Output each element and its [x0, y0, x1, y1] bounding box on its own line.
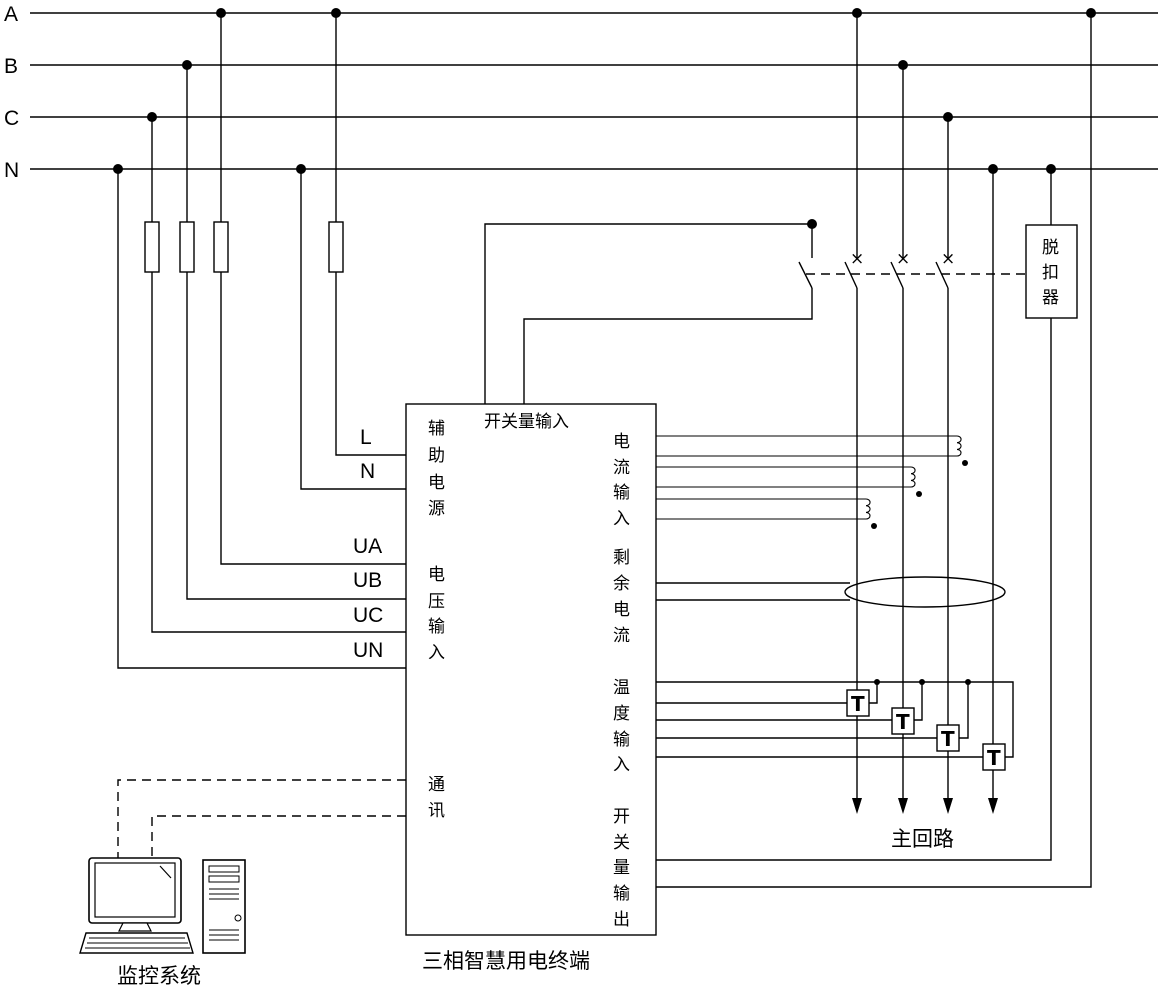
fuse-ub [179, 221, 195, 273]
voltage-input-label: 电 压 输 入 [428, 565, 450, 663]
wire-switch-in-1 [484, 223, 812, 404]
current-input-label: 电 流 输 入 [613, 432, 635, 529]
temp-sensor-a-symbol: T [851, 692, 865, 716]
comm-line-2 [151, 815, 406, 858]
temp-wire [914, 682, 923, 721]
fuse-aux-l [328, 221, 344, 273]
aux-contact-blade [798, 261, 813, 289]
monitoring-computer: 监控系统 [79, 857, 246, 988]
wire-switch-out-2 [656, 13, 1092, 888]
rct-core [844, 576, 1006, 608]
wire-aux-l [335, 13, 406, 456]
current-transformers [656, 435, 968, 529]
ct-coil-b [910, 466, 916, 488]
monitor-screen [94, 862, 176, 918]
temp-common-wire [656, 681, 1014, 758]
trip-unit-label: 脱 扣 器 [1042, 238, 1064, 308]
bus-label-n: N [4, 159, 19, 182]
arrow-a [852, 798, 862, 814]
residual-current-transformer [656, 576, 1006, 608]
breaker-mark-a: × [850, 249, 864, 269]
temp-sensor-c [936, 724, 960, 752]
wire-switch-in-2 [523, 288, 813, 404]
wire-un [117, 169, 406, 669]
pin-label-uc: UC [353, 604, 383, 627]
pin-label-l: L [360, 426, 372, 449]
wire-aux-n [300, 169, 406, 490]
pc-tower-drive [208, 875, 240, 883]
ct-coil-a [865, 498, 871, 520]
monitor-stand [118, 922, 152, 932]
ct-coil-c [956, 435, 962, 457]
temp-wire [959, 682, 969, 739]
temp-sensor-a [846, 689, 870, 717]
comm-line-1 [117, 779, 406, 858]
temperature-sensors: T T T T [656, 679, 1014, 771]
wire-uc [151, 117, 406, 633]
temp-sensor-b-symbol: T [896, 710, 910, 734]
communication-wiring [117, 779, 406, 858]
main-breaker: × × × 主回路 [806, 8, 1026, 851]
pc-tower-icon [202, 859, 246, 954]
arrow-b [898, 798, 908, 814]
monitor-glare [159, 865, 172, 879]
main-circuit-label: 主回路 [891, 827, 954, 851]
bus-label-a: A [4, 3, 18, 26]
terminal-title: 三相智慧用电终端 [422, 949, 590, 973]
ct-dot [916, 491, 922, 497]
voltage-taps [113, 8, 406, 669]
temp-sensor-n [982, 743, 1006, 771]
residual-current-label: 剩 余 电 流 [613, 548, 635, 646]
temp-sensor-n-symbol: T [987, 746, 1001, 770]
breaker-mark-b: × [896, 249, 910, 269]
temperature-input-label: 温 度 输 入 [613, 678, 635, 775]
switch-input-label: 开关量输入 [484, 412, 569, 432]
temp-sensor-b [891, 707, 915, 735]
trip-unit-box [1025, 224, 1078, 319]
pole-b-blade [890, 261, 904, 289]
pole-a-blade [844, 261, 858, 289]
fuse-uc [144, 221, 160, 273]
aux-power-label: 辅 助 电 源 [428, 419, 450, 519]
terminal-box: 三相智慧用电终端 L N UA UB UC UN 辅 助 电 源 电 压 输 入… [353, 403, 657, 973]
switch-input-wiring [484, 219, 817, 404]
wire-ua [220, 13, 406, 565]
bus-lines: A B C N [4, 3, 1158, 182]
ct-dot [962, 460, 968, 466]
pin-label-ua: UA [353, 535, 382, 558]
pin-label-ub: UB [353, 569, 382, 592]
bus-label-c: C [4, 107, 19, 130]
ct-dot [871, 523, 877, 529]
pc-tower-button [234, 914, 242, 922]
monitoring-system-label: 监控系统 [117, 964, 201, 988]
fuse-ua [213, 221, 229, 273]
breaker-mark-c: × [941, 249, 955, 269]
pc-tower-drive [208, 865, 240, 873]
temp-wire [869, 682, 878, 704]
temp-sensor-c-symbol: T [941, 727, 955, 751]
terminal-outline [405, 403, 657, 936]
trip-unit: 脱 扣 器 [656, 8, 1096, 888]
switch-output-label: 开 关 量 输 出 [613, 807, 635, 930]
wire-ub [186, 65, 406, 600]
pole-c-blade [935, 261, 949, 289]
communication-label: 通 讯 [428, 775, 450, 821]
pin-label-un: UN [353, 639, 383, 662]
wire-switch-out-1 [656, 318, 1052, 861]
pin-label-n: N [360, 460, 375, 483]
arrow-c [943, 798, 953, 814]
arrow-n [988, 798, 998, 814]
bus-label-b: B [4, 55, 18, 78]
